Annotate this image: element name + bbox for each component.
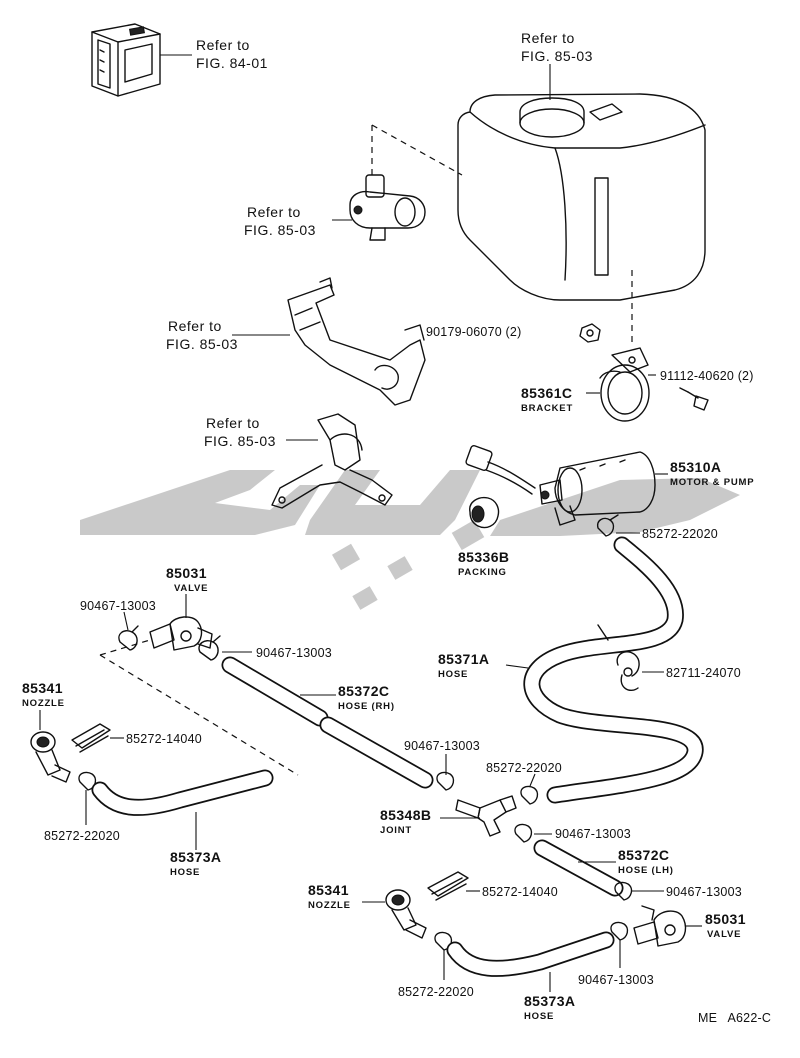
hose-85373a-a xyxy=(91,769,274,816)
part-85372c-lh: 85372C xyxy=(618,847,669,863)
part-85371a: 85371A xyxy=(438,651,489,667)
clip-icon xyxy=(71,723,111,753)
part-90179: 90179-06070 (2) xyxy=(426,325,521,339)
part-90467-f: 90467-13003 xyxy=(578,973,654,987)
band-bracket-icon xyxy=(599,347,650,422)
part-85341-b-desc: NOZZLE xyxy=(308,900,351,911)
hose-clip-icon xyxy=(118,625,139,651)
clip-icon xyxy=(427,871,469,901)
nozzle-icon xyxy=(30,731,71,783)
bolt-icon xyxy=(679,387,709,411)
part-85373a-a-desc: HOSE xyxy=(170,867,200,878)
part-85310a-desc: MOTOR & PUMP xyxy=(670,477,754,488)
part-85272-22020-b: 85272-22020 xyxy=(486,761,562,775)
part-85373a-b: 85373A xyxy=(524,993,575,1009)
joint-icon xyxy=(455,795,517,837)
hose-clip-icon xyxy=(610,921,629,941)
part-90467-a: 90467-13003 xyxy=(80,599,156,613)
ref-label-bracket-b-l1: Refer to xyxy=(206,415,260,431)
part-90467-c: 90467-13003 xyxy=(404,739,480,753)
check-valve-icon xyxy=(633,905,687,947)
ref-label-bracket-a-l2: FIG. 85-03 xyxy=(166,336,238,352)
ref-label-84-01-l1: Refer to xyxy=(196,37,250,53)
ref-label-pump-l2: FIG. 85-03 xyxy=(244,222,316,238)
part-85341-b: 85341 xyxy=(308,882,349,898)
part-85272-22020-d: 85272-22020 xyxy=(398,985,474,999)
part-85031-a: 85031 xyxy=(166,565,207,581)
part-85348b: 85348B xyxy=(380,807,431,823)
ref-label-84-01-l2: FIG. 84-01 xyxy=(196,55,268,71)
part-85372c-rh-desc: HOSE (RH) xyxy=(338,701,395,712)
ref-label-tank-l1: Refer to xyxy=(521,30,575,46)
ref-label-bracket-a-l1: Refer to xyxy=(168,318,222,334)
part-85341-a-desc: NOZZLE xyxy=(22,698,65,709)
main-hose-85371a xyxy=(523,536,704,804)
hose-clip-icon xyxy=(596,514,619,537)
hose-85373a-b xyxy=(446,931,615,977)
hose-clip-icon xyxy=(198,635,221,661)
part-85373a-a: 85373A xyxy=(170,849,221,865)
hose-clip-icon xyxy=(436,771,455,791)
part-85336b: 85336B xyxy=(458,549,509,565)
motor-pump-icon xyxy=(465,444,656,526)
hose-rh-85372c xyxy=(221,656,434,789)
check-valve-icon xyxy=(149,616,213,651)
part-91112: 91112-40620 (2) xyxy=(660,369,754,383)
hose-clip-icon xyxy=(514,823,533,843)
part-85272-14040-a: 85272-14040 xyxy=(126,732,202,746)
part-85031-b: 85031 xyxy=(705,911,746,927)
part-85272-14040-b: 85272-14040 xyxy=(482,885,558,899)
part-85361c-desc: BRACKET xyxy=(521,403,573,414)
nut-icon xyxy=(579,323,601,343)
relay-box-icon xyxy=(91,23,161,97)
part-85272-22020-a: 85272-22020 xyxy=(642,527,718,541)
ref-label-pump-l1: Refer to xyxy=(247,204,301,220)
hose-lh-85372c xyxy=(533,839,624,897)
ref-label-bracket-b-l2: FIG. 85-03 xyxy=(204,433,276,449)
part-85310a: 85310A xyxy=(670,459,721,475)
part-85373a-b-desc: HOSE xyxy=(524,1011,554,1022)
hose-clamp-icon xyxy=(616,651,640,692)
part-82711: 82711-24070 xyxy=(666,666,741,680)
small-pump-icon xyxy=(349,174,426,241)
part-90467-d: 90467-13003 xyxy=(555,827,631,841)
nozzle-icon xyxy=(385,889,427,939)
pump-bracket-icon xyxy=(271,413,393,509)
figure-code: ME A622-C xyxy=(698,1011,771,1025)
part-85031-a-desc: VALVE xyxy=(174,583,208,594)
part-85031-b-desc: VALVE xyxy=(707,929,741,940)
part-85348b-desc: JOINT xyxy=(380,825,412,836)
part-90467-b: 90467-13003 xyxy=(256,646,332,660)
hose-clip-icon xyxy=(520,785,539,805)
washer-tank-icon xyxy=(457,93,706,301)
part-90467-e: 90467-13003 xyxy=(666,885,742,899)
part-85336b-desc: PACKING xyxy=(458,567,507,578)
ref-label-tank-l2: FIG. 85-03 xyxy=(521,48,593,64)
part-85372c-lh-desc: HOSE (LH) xyxy=(618,865,674,876)
part-85372c-rh: 85372C xyxy=(338,683,389,699)
part-85341-a: 85341 xyxy=(22,680,63,696)
part-85361c: 85361C xyxy=(521,385,572,401)
packing-icon xyxy=(469,496,500,529)
hose-clip-icon xyxy=(614,881,633,901)
part-85272-22020-c: 85272-22020 xyxy=(44,829,120,843)
part-85371a-desc: HOSE xyxy=(438,669,468,680)
tank-bracket-icon xyxy=(287,277,426,406)
